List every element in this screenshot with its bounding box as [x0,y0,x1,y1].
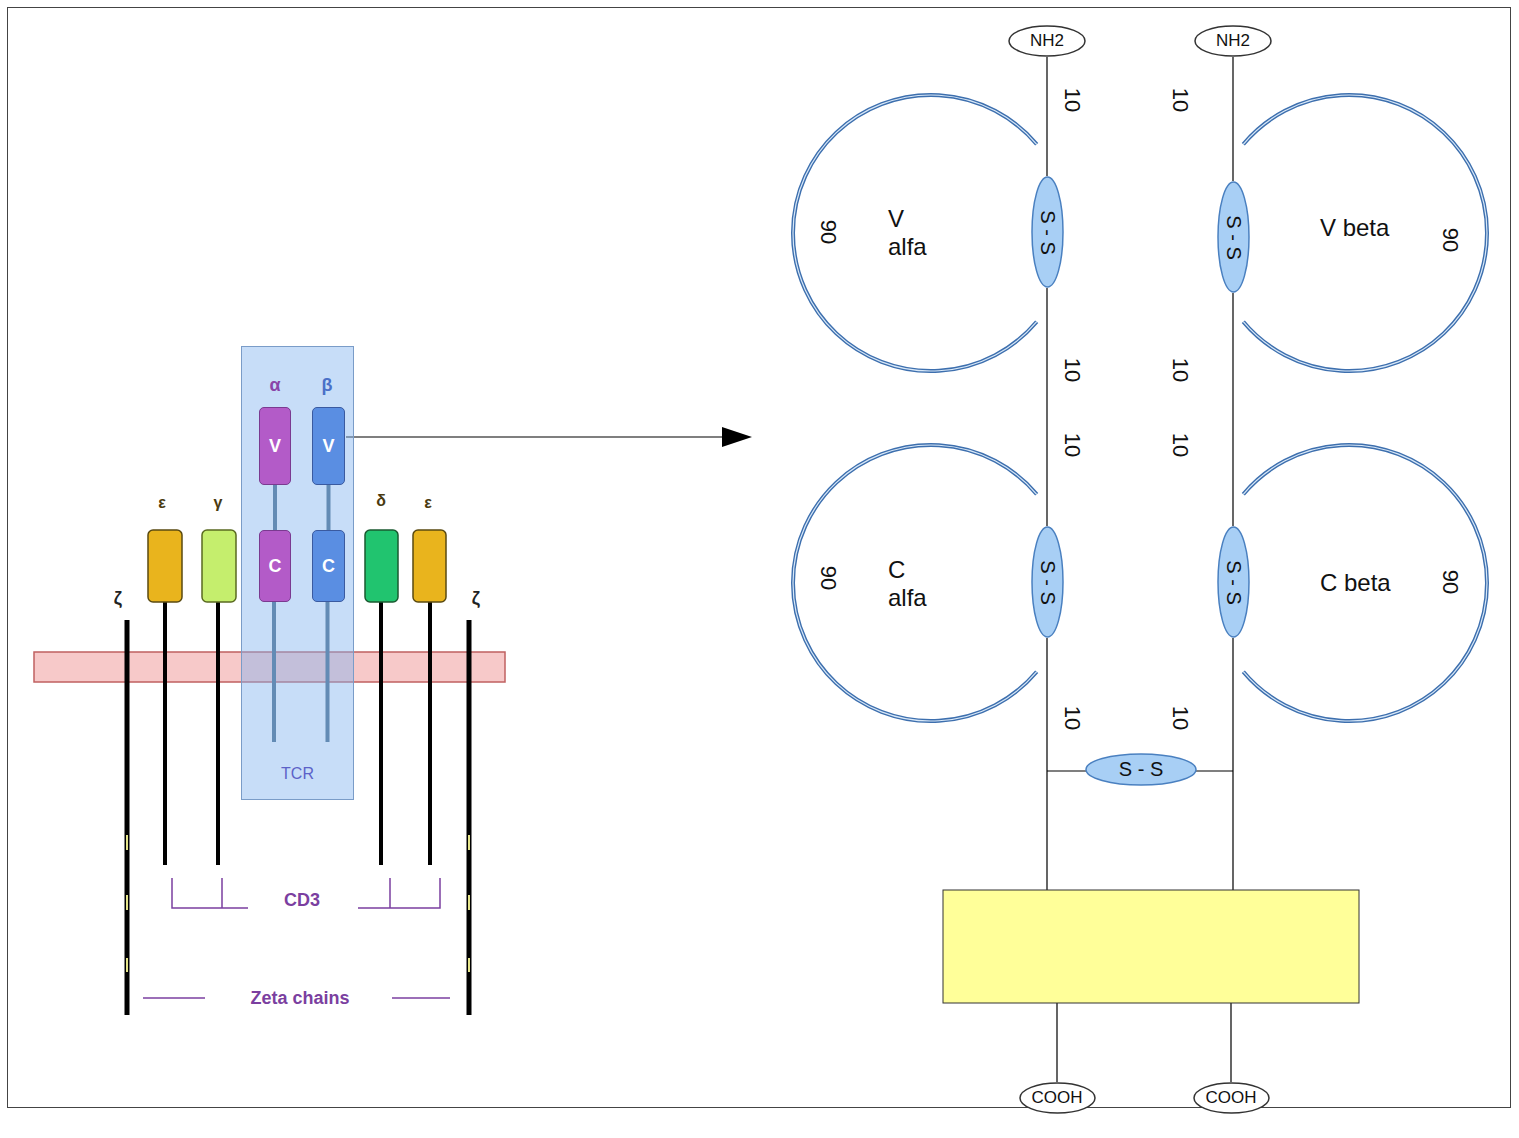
bond-text: S - S [1119,758,1163,781]
chain-label: ε [424,495,432,511]
length-number: 90 [1439,570,1461,594]
chain-connector [1047,638,1057,1082]
bond-ellipse [1020,1083,1095,1113]
terminus-ellipse: COOH [1193,1082,1270,1114]
length-number: 10 [1061,358,1083,382]
epsilon-domain [413,530,446,602]
length-number: 10 [1169,706,1191,730]
zeta-chain [467,620,472,1015]
terminus-ellipse: NH2 [1194,25,1272,57]
length-number: 90 [817,566,839,590]
variable-domain: V [312,407,345,485]
length-number: 10 [1169,358,1191,382]
zeta-bracket [392,997,450,999]
domain-name: V alfa [888,205,927,260]
cd3-chain [216,602,220,865]
bond-ellipse [1195,26,1271,56]
bond-text: S - S [1036,560,1059,604]
group-label: Zeta chains [250,989,349,1007]
zoom-arrow [346,436,724,437]
bond-text: S - S [1036,210,1059,254]
bond-ellipse [1032,177,1063,287]
bond-ellipse [1032,527,1063,637]
cd3-bracket [358,878,440,908]
arrow-head [722,427,752,447]
length-number: 10 [1061,88,1083,112]
loop-arc-inner [1243,95,1487,371]
chain-connector [1046,57,1047,176]
chain-label: α [269,376,280,394]
cd3-chain [163,602,167,865]
chain-label: ε [158,495,166,511]
chain-connector [1231,638,1233,1082]
length-number: 10 [1061,433,1083,457]
disulfide-bond: S - S [1031,176,1064,288]
epsilon-domain [148,530,182,602]
domain-name: C alfa [888,556,927,611]
loop-arc [1243,95,1487,371]
bond-text: S - S [1222,560,1245,604]
transmembrane-region [943,890,1359,1003]
group-label: CD3 [284,891,320,909]
terminus-text: COOH [1032,1088,1083,1108]
loop-arc [793,445,1037,721]
tcr-region: TCR V V C C [241,346,354,800]
length-number: 90 [817,220,839,244]
chain-connector [1232,57,1233,181]
terminus-ellipse: NH2 [1008,25,1086,57]
terminus-text: NH2 [1030,31,1064,51]
domain-letter: V [269,436,281,457]
terminus-ellipse: COOH [1019,1082,1096,1114]
disulfide-bond: S - S [1031,526,1064,638]
length-number: 10 [1061,706,1083,730]
variable-domain: V [259,407,291,485]
chain-label: β [322,376,333,394]
domain-letter: V [322,436,334,457]
chain-marks [127,805,469,972]
frame [8,8,1511,1108]
zeta-bracket [143,997,205,999]
constant-domain: C [259,530,291,602]
length-number: 10 [1169,433,1191,457]
domain-name: C beta [1320,569,1391,597]
length-number: 90 [1439,228,1461,252]
cd3-chain [379,602,383,865]
chain-label: ζ [114,589,122,607]
delta-domain [365,530,398,602]
terminus-text: NH2 [1216,31,1250,51]
constant-domain: C [312,530,345,602]
disulfide-bond: S - S [1217,181,1250,293]
zeta-chain [125,620,130,1015]
domain-name: V beta [1320,214,1389,242]
bond-ellipse [1086,754,1196,785]
chain-label: ζ [472,589,480,607]
cd3-bracket [172,878,248,908]
disulfide-bond: S - S [1085,753,1197,786]
bond-ellipse [1194,1083,1269,1113]
domain-letter: C [322,556,335,577]
domain-letter: C [269,556,282,577]
loop-arc-inner [1243,445,1487,721]
bond-ellipse [1009,26,1085,56]
length-number: 10 [1169,88,1191,112]
cd3-chain [428,602,432,865]
bond-ellipse [1218,527,1249,637]
bond-text: S - S [1222,215,1245,259]
loop-arc [793,95,1037,371]
gamma-domain [202,530,236,602]
region-title: TCR [242,765,353,783]
loop-arc-inner [793,445,1037,721]
chain-connector [1046,288,1047,526]
loop-arc [1243,445,1487,721]
chain-connector [1232,293,1233,526]
disulfide-bond: S - S [1217,526,1250,638]
loop-arc-inner [793,95,1037,371]
chain-label: δ [376,493,386,509]
bond-ellipse [1218,182,1249,292]
terminus-text: COOH [1206,1088,1257,1108]
chain-label: γ [214,495,223,511]
